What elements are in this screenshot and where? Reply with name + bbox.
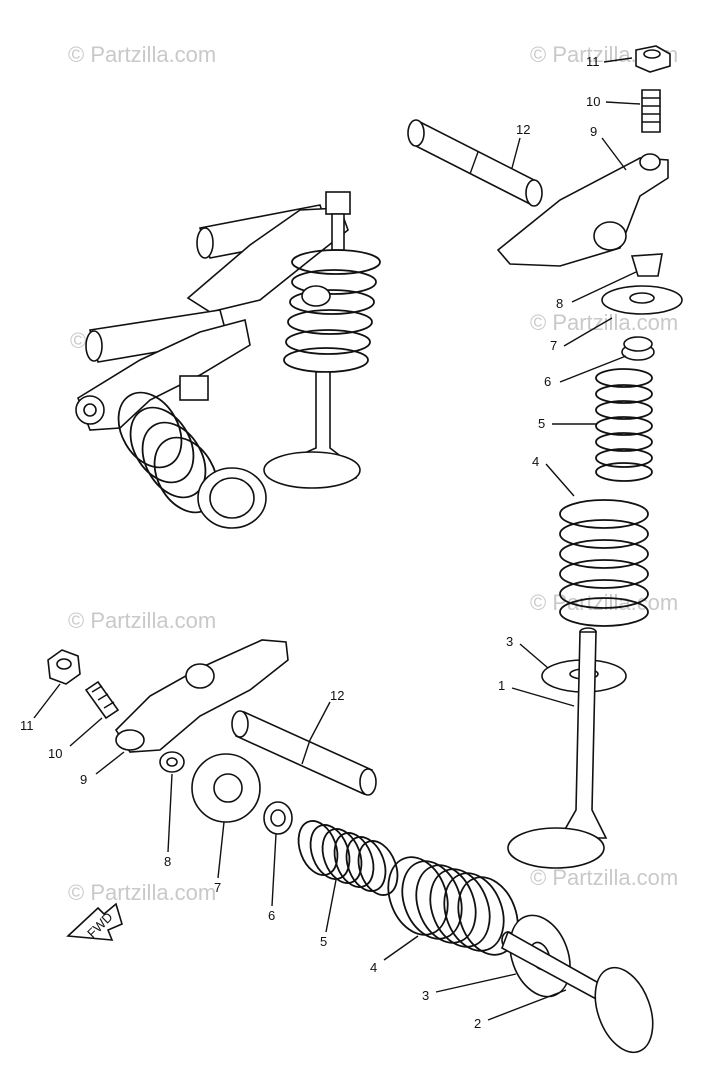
- exhaust-valve: [507, 627, 608, 869]
- callout-1-right: 1: [498, 678, 505, 693]
- spring-retainer: [191, 753, 261, 823]
- lock-nut: [47, 649, 81, 685]
- assembled-valve-train: [75, 191, 381, 529]
- watermark: © Partzilla.com: [530, 865, 678, 890]
- callout-7-right: 7: [550, 338, 557, 353]
- watermark: © Partzilla.com: [68, 42, 216, 67]
- fwd-arrow: FWD: [66, 902, 123, 941]
- callout-9-left: 9: [80, 772, 87, 787]
- outer-valve-spring: [559, 499, 649, 627]
- callout-labels: 11 10 12 9 8 7 6 5 4 3 1 12 11 10 9 8 7 …: [20, 54, 600, 1031]
- callout-8-left: 8: [164, 854, 171, 869]
- rocker-shaft: [231, 710, 377, 796]
- callout-6-right: 6: [544, 374, 551, 389]
- callout-7-left: 7: [214, 880, 221, 895]
- callout-10-right: 10: [586, 94, 600, 109]
- rear-valve-spring: [283, 249, 381, 373]
- callout-12-right: 12: [516, 122, 530, 137]
- outer-valve-spring: [387, 856, 519, 956]
- watermark: © Partzilla.com: [68, 880, 216, 905]
- watermark: © Partzilla.com: [68, 608, 216, 633]
- callout-12-left: 12: [330, 688, 344, 703]
- inner-valve-spring: [595, 368, 653, 482]
- rocker-arm: [496, 153, 669, 267]
- valve-stem-seal: [263, 801, 293, 835]
- callout-6-left: 6: [268, 908, 275, 923]
- callout-4-right: 4: [532, 454, 539, 469]
- callout-11-right: 11: [586, 54, 600, 69]
- valve-cotter: [630, 253, 663, 277]
- rocker-arm: [114, 639, 289, 753]
- callout-3-left: 3: [422, 988, 429, 1003]
- adjusting-screw: [641, 89, 661, 133]
- rocker-shaft: [407, 119, 543, 207]
- leader-lines: [33, 57, 641, 1021]
- right-exploded-view: [407, 45, 683, 869]
- callout-5-right: 5: [538, 416, 545, 431]
- callout-5-left: 5: [320, 934, 327, 949]
- valve-cotter: [159, 751, 185, 773]
- left-exploded-view: FWD: [47, 639, 654, 1054]
- spring-retainer: [601, 285, 683, 315]
- watermark: © Partzilla.com: [530, 590, 678, 615]
- intake-valve: [501, 930, 654, 1054]
- valve-stem-seal: [621, 336, 655, 361]
- callout-8-right: 8: [556, 296, 563, 311]
- adjusting-screw: [84, 680, 120, 720]
- callout-4-left: 4: [370, 960, 377, 975]
- callout-2-left: 2: [474, 1016, 481, 1031]
- inner-valve-spring: [297, 820, 399, 896]
- callout-3-right: 3: [506, 634, 513, 649]
- callout-11-left: 11: [20, 718, 34, 733]
- callout-10-left: 10: [48, 746, 62, 761]
- callout-9-right: 9: [590, 124, 597, 139]
- lock-nut: [635, 45, 671, 73]
